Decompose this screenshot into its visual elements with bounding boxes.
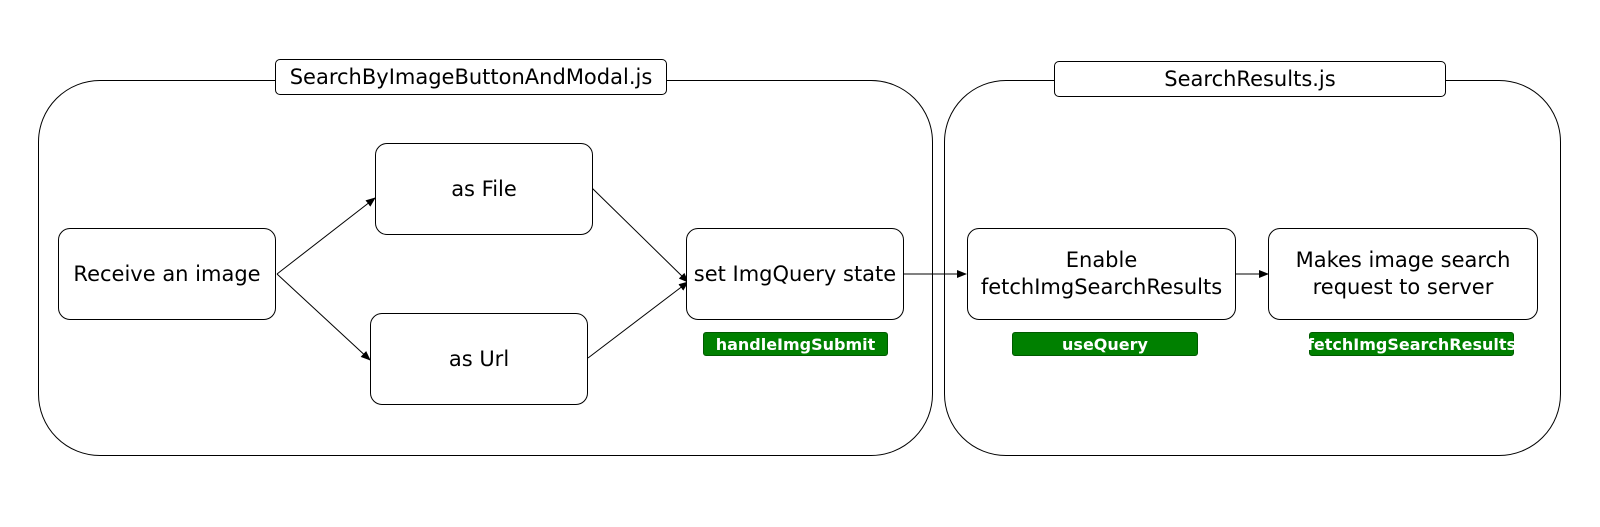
arrow-receive-to-url — [276, 273, 371, 361]
arrow-file-to-state — [591, 187, 689, 283]
node-as-url: as Url — [370, 313, 588, 405]
tag-fetch-img-search-results: fetchImgSearchResults — [1307, 332, 1516, 356]
node-makes-request: Makes image search request to server — [1268, 228, 1538, 320]
node-makes-request-line2: request to server — [1312, 275, 1494, 299]
arrow-receive-to-file — [276, 197, 376, 275]
node-enable-fetch-line2: fetchImgSearchResults — [980, 275, 1223, 299]
node-as-file: as File — [375, 143, 593, 235]
node-enable-fetch-line1: Enable — [1065, 248, 1138, 272]
node-makes-request-line1: Makes image search — [1295, 248, 1511, 272]
tag-use-query: useQuery — [1012, 332, 1198, 356]
group-title-search-results: SearchResults.js — [1054, 61, 1446, 97]
node-enable-fetch: Enable fetchImgSearchResults — [967, 228, 1236, 320]
node-set-imgquery-state: set ImgQuery state — [686, 228, 904, 320]
arrow-url-to-state — [587, 281, 689, 359]
tag-handle-img-submit: handleImgSubmit — [703, 332, 888, 356]
node-receive-image: Receive an image — [58, 228, 276, 320]
group-title-search-by-image: SearchByImageButtonAndModal.js — [275, 59, 667, 95]
